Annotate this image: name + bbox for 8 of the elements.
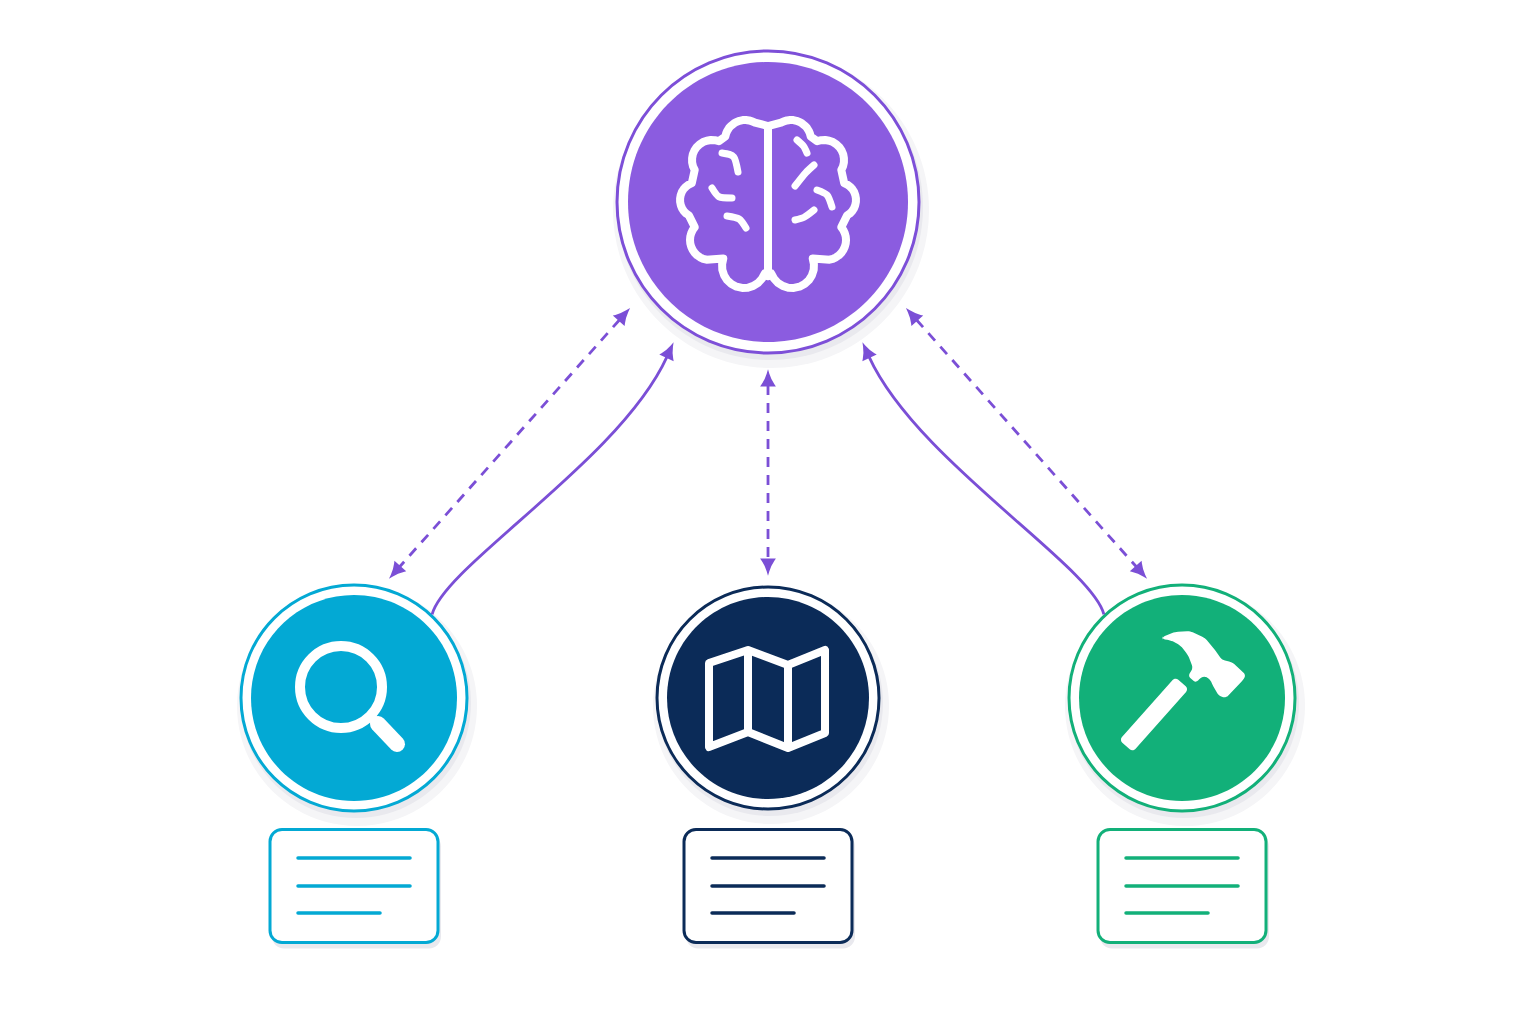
icon-circle <box>613 49 929 368</box>
icon-circle <box>1065 583 1305 826</box>
icon-circle <box>237 583 477 826</box>
card <box>268 828 441 949</box>
card <box>1096 828 1269 949</box>
card <box>682 828 855 949</box>
arrow <box>761 372 775 573</box>
icon-circle <box>653 585 889 824</box>
